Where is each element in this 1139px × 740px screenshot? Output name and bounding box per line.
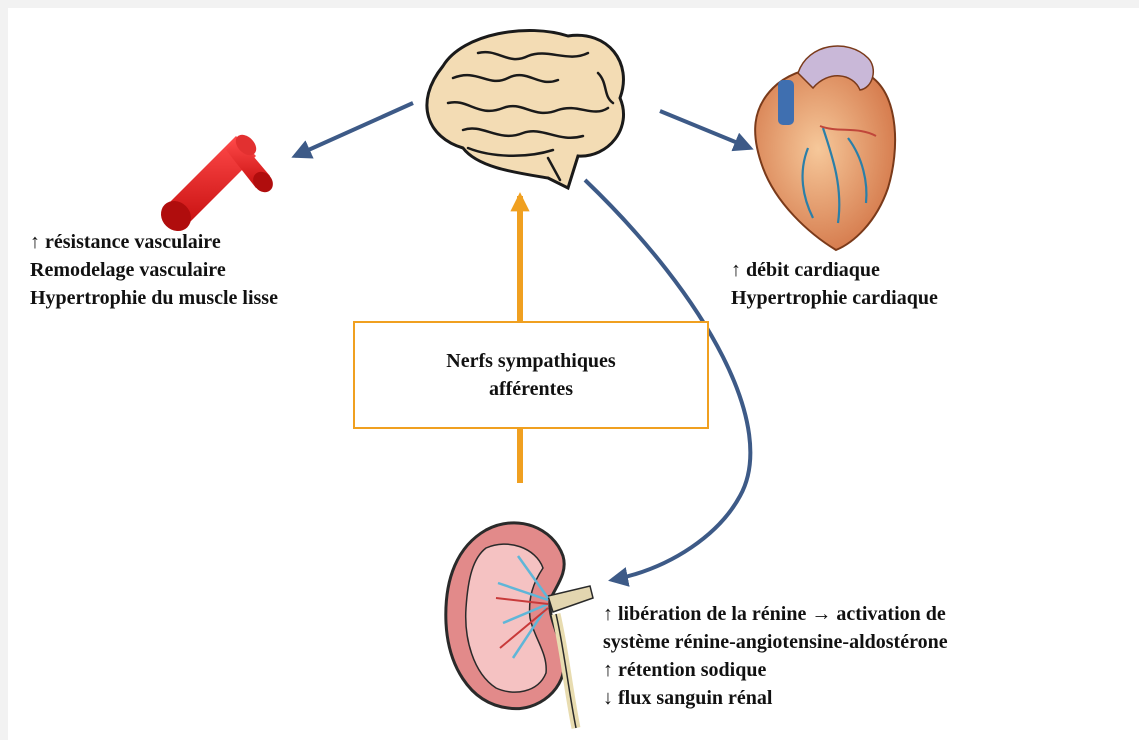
vessel-effect-line: Hypertrophie du muscle lisse	[30, 284, 278, 312]
brain-illustration	[427, 30, 624, 188]
kidney-effect-line: ↑ libération de la rénine → activation d…	[603, 600, 948, 628]
vessel-effect-line: ↑ résistance vasculaire	[30, 228, 278, 256]
heart-illustration	[755, 46, 895, 250]
kidney-effects-text: ↑ libération de la rénine → activation d…	[603, 600, 948, 712]
kidney-effect-line: ↑ rétention sodique	[603, 656, 948, 684]
kidney-effect-line: ↓ flux sanguin rénal	[603, 684, 948, 712]
diagram-canvas: ↑ résistance vasculaire Remodelage vascu…	[8, 8, 1139, 740]
arrow-brain-to-vessel	[295, 103, 413, 156]
kidney-effect-line: système rénine-angiotensine-aldostérone	[603, 628, 948, 656]
heart-effect-line: ↑ débit cardiaque	[731, 256, 938, 284]
heart-effect-line: Hypertrophie cardiaque	[731, 284, 938, 312]
box-label-line: Nerfs sympathiques	[446, 347, 615, 375]
arrow-brain-to-heart	[660, 111, 750, 148]
heart-effects-text: ↑ débit cardiaque Hypertrophie cardiaque	[731, 256, 938, 312]
vessel-effects-text: ↑ résistance vasculaire Remodelage vascu…	[30, 228, 278, 312]
vessel-effect-line: Remodelage vasculaire	[30, 256, 278, 284]
blood-vessel-illustration	[155, 131, 277, 237]
sympathetic-nerves-box: Nerfs sympathiques afférentes	[353, 321, 709, 429]
kidney-illustration	[446, 523, 593, 728]
box-label-line: afférentes	[489, 375, 573, 403]
